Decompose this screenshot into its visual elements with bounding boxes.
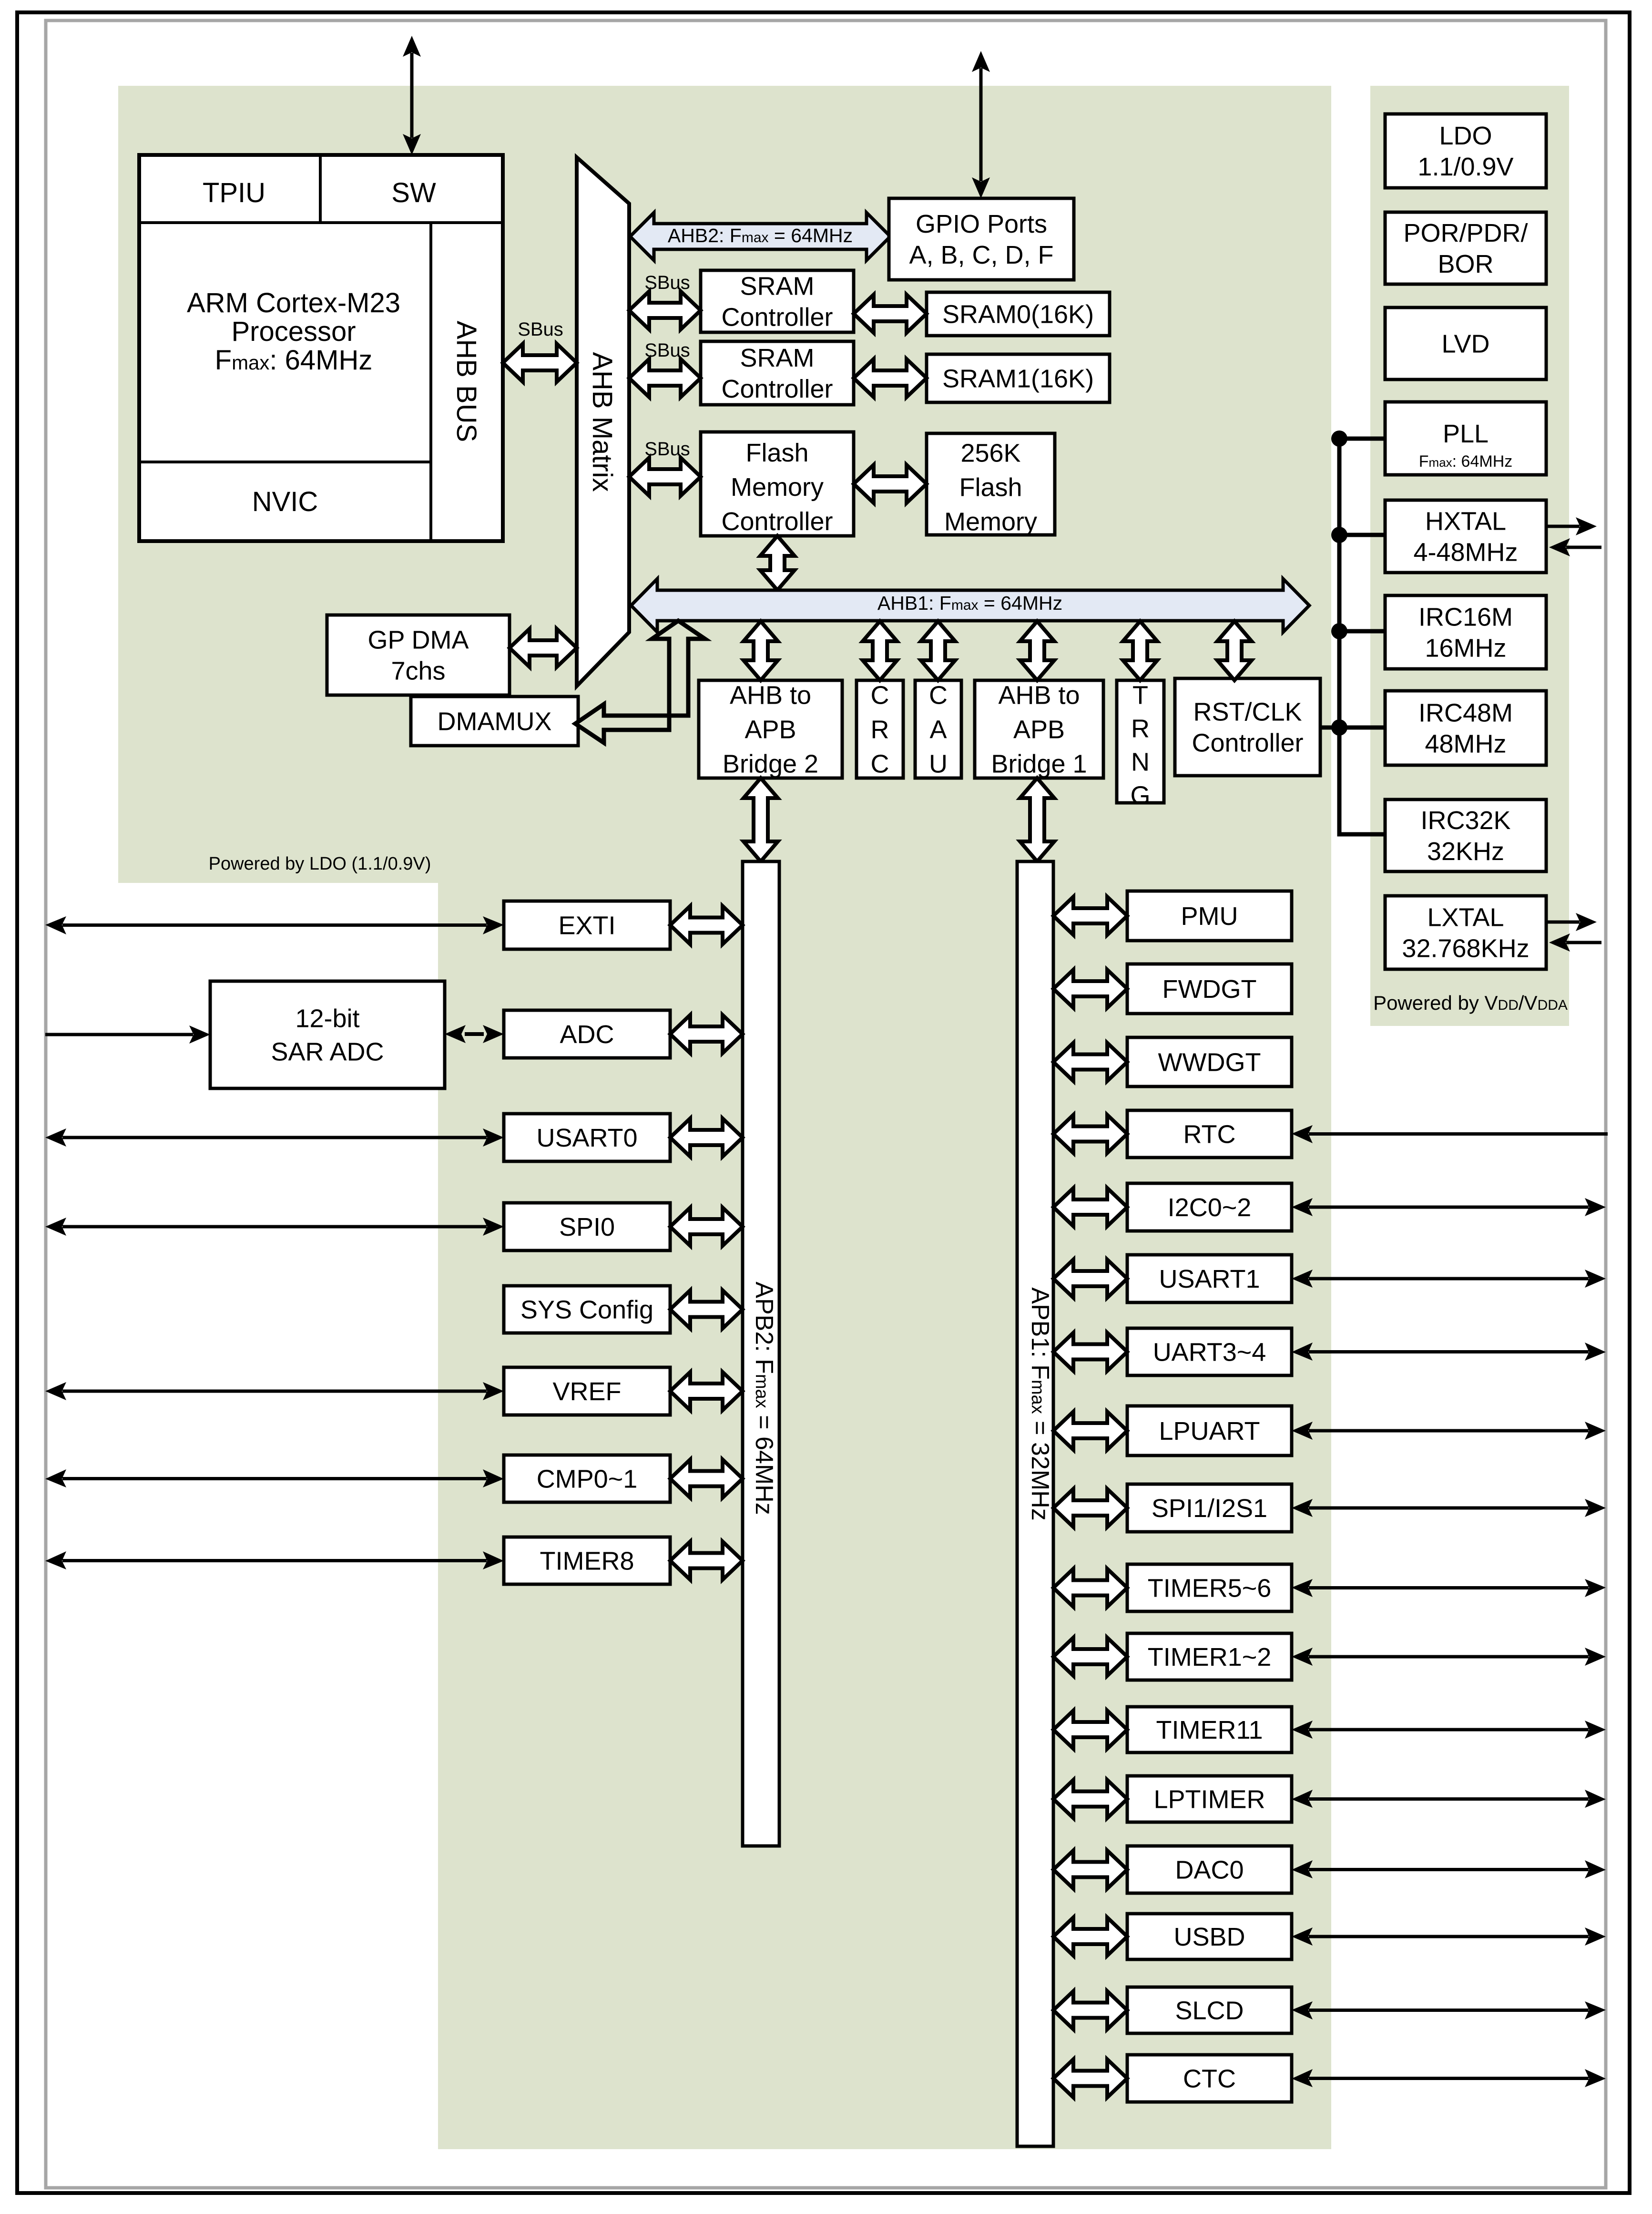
svg-text:USART1: USART1 [1159, 1265, 1260, 1293]
svg-text:AHB BUS: AHB BUS [451, 321, 482, 442]
svg-text:EXTI: EXTI [558, 912, 615, 940]
svg-text:AHB Matrix: AHB Matrix [587, 352, 618, 492]
svg-text:ADC: ADC [560, 1020, 614, 1049]
svg-text:PLL: PLL [1443, 420, 1489, 448]
svg-text:IRC32K: IRC32K [1420, 806, 1510, 835]
svg-text:Flash: Flash [959, 473, 1022, 502]
svg-text:LXTAL: LXTAL [1427, 903, 1504, 932]
svg-text:Memory: Memory [944, 508, 1037, 536]
svg-text:32KHz: 32KHz [1427, 837, 1504, 866]
svg-text:AHB to: AHB to [730, 681, 811, 710]
svg-text:Processor: Processor [231, 316, 356, 347]
svg-text:CMP0~1: CMP0~1 [537, 1465, 638, 1494]
svg-text:4-48MHz: 4-48MHz [1413, 538, 1518, 567]
svg-text:LDO: LDO [1439, 122, 1492, 150]
svg-text:POR/PDR/: POR/PDR/ [1403, 219, 1528, 247]
svg-text:7chs: 7chs [391, 657, 445, 686]
svg-text:Controller: Controller [721, 507, 833, 536]
svg-text:SAR ADC: SAR ADC [271, 1038, 384, 1066]
svg-text:48MHz: 48MHz [1425, 730, 1506, 758]
svg-text:USBD: USBD [1173, 1923, 1245, 1951]
svg-text:HXTAL: HXTAL [1425, 507, 1506, 536]
svg-text:LPUART: LPUART [1159, 1417, 1260, 1445]
svg-text:DAC0: DAC0 [1175, 1856, 1244, 1885]
svg-text:Bridge 2: Bridge 2 [723, 750, 818, 779]
svg-text:GP DMA: GP DMA [367, 626, 469, 655]
svg-text:USART0: USART0 [536, 1124, 637, 1152]
svg-text:32.768KHz: 32.768KHz [1402, 934, 1529, 963]
svg-text:SLCD: SLCD [1175, 1997, 1244, 2025]
svg-text:UART3~4: UART3~4 [1153, 1338, 1266, 1367]
svg-text:SRAM0(16K): SRAM0(16K) [942, 300, 1094, 329]
svg-text:12-bit: 12-bit [295, 1004, 359, 1033]
svg-text:GPIO Ports: GPIO Ports [916, 210, 1047, 238]
svg-text:SPI0: SPI0 [559, 1213, 615, 1241]
svg-text:WWDGT: WWDGT [1158, 1048, 1261, 1077]
svg-text:SBus: SBus [518, 319, 563, 340]
svg-text:Flash: Flash [745, 439, 808, 467]
svg-text:SBus: SBus [644, 272, 690, 293]
svg-text:16MHz: 16MHz [1425, 634, 1506, 663]
svg-text:SBus: SBus [644, 439, 690, 460]
svg-text:IRC48M: IRC48M [1418, 699, 1513, 728]
svg-text:Controller: Controller [1192, 729, 1303, 758]
svg-text:VREF: VREF [552, 1377, 621, 1406]
svg-text:SRAM: SRAM [740, 272, 814, 301]
svg-text:U: U [929, 750, 948, 779]
svg-text:A: A [929, 716, 947, 744]
svg-text:SW: SW [391, 177, 436, 208]
svg-text:TPIU: TPIU [203, 177, 265, 208]
svg-text:1.1/0.9V: 1.1/0.9V [1417, 153, 1513, 181]
svg-text:SBus: SBus [644, 340, 690, 361]
svg-text:CTC: CTC [1183, 2065, 1236, 2093]
svg-text:LPTIMER: LPTIMER [1153, 1785, 1265, 1814]
svg-text:SPI1/I2S1: SPI1/I2S1 [1152, 1494, 1267, 1523]
svg-text:RTC: RTC [1183, 1120, 1235, 1149]
svg-text:TIMER1~2: TIMER1~2 [1148, 1643, 1272, 1671]
svg-text:Powered by VDD/VDDA: Powered by VDD/VDDA [1373, 992, 1568, 1014]
svg-text:A, B, C, D, F: A, B, C, D, F [909, 241, 1053, 269]
svg-text:Powered by LDO (1.1/0.9V): Powered by LDO (1.1/0.9V) [209, 854, 431, 874]
svg-text:SRAM: SRAM [740, 344, 814, 372]
svg-text:TIMER8: TIMER8 [540, 1547, 634, 1576]
svg-text:FWDGT: FWDGT [1163, 975, 1257, 1004]
svg-text:Controller: Controller [721, 375, 833, 403]
svg-text:T: T [1132, 681, 1148, 710]
svg-text:SYS Config: SYS Config [520, 1296, 653, 1324]
svg-text:C: C [929, 681, 948, 710]
svg-text:LVD: LVD [1441, 330, 1489, 359]
svg-text:Memory: Memory [731, 473, 824, 502]
svg-text:APB: APB [1013, 716, 1065, 744]
svg-text:DMAMUX: DMAMUX [438, 707, 552, 736]
svg-text:NVIC: NVIC [252, 486, 318, 517]
svg-text:G: G [1130, 781, 1150, 810]
svg-text:C: C [871, 750, 889, 779]
svg-text:SRAM1(16K): SRAM1(16K) [942, 365, 1094, 393]
svg-text:RST/CLK: RST/CLK [1193, 698, 1302, 727]
svg-text:ARM Cortex-M23: ARM Cortex-M23 [187, 287, 400, 318]
svg-text:C: C [871, 681, 889, 710]
svg-text:BOR: BOR [1438, 250, 1493, 278]
svg-text:TIMER11: TIMER11 [1156, 1716, 1263, 1744]
svg-text:Controller: Controller [721, 303, 833, 332]
svg-text:APB: APB [744, 716, 796, 744]
svg-text:TIMER5~6: TIMER5~6 [1148, 1574, 1272, 1603]
svg-text:Fmax: 64MHz: Fmax: 64MHz [1419, 452, 1513, 471]
svg-text:Bridge 1: Bridge 1 [991, 750, 1087, 779]
svg-text:N: N [1131, 748, 1150, 777]
svg-text:I2C0~2: I2C0~2 [1168, 1193, 1252, 1222]
svg-text:IRC16M: IRC16M [1418, 603, 1513, 632]
svg-text:PMU: PMU [1181, 902, 1238, 931]
svg-text:R: R [1131, 715, 1150, 743]
svg-text:R: R [871, 716, 889, 744]
svg-text:AHB to: AHB to [998, 681, 1080, 710]
svg-text:256K: 256K [960, 439, 1020, 468]
